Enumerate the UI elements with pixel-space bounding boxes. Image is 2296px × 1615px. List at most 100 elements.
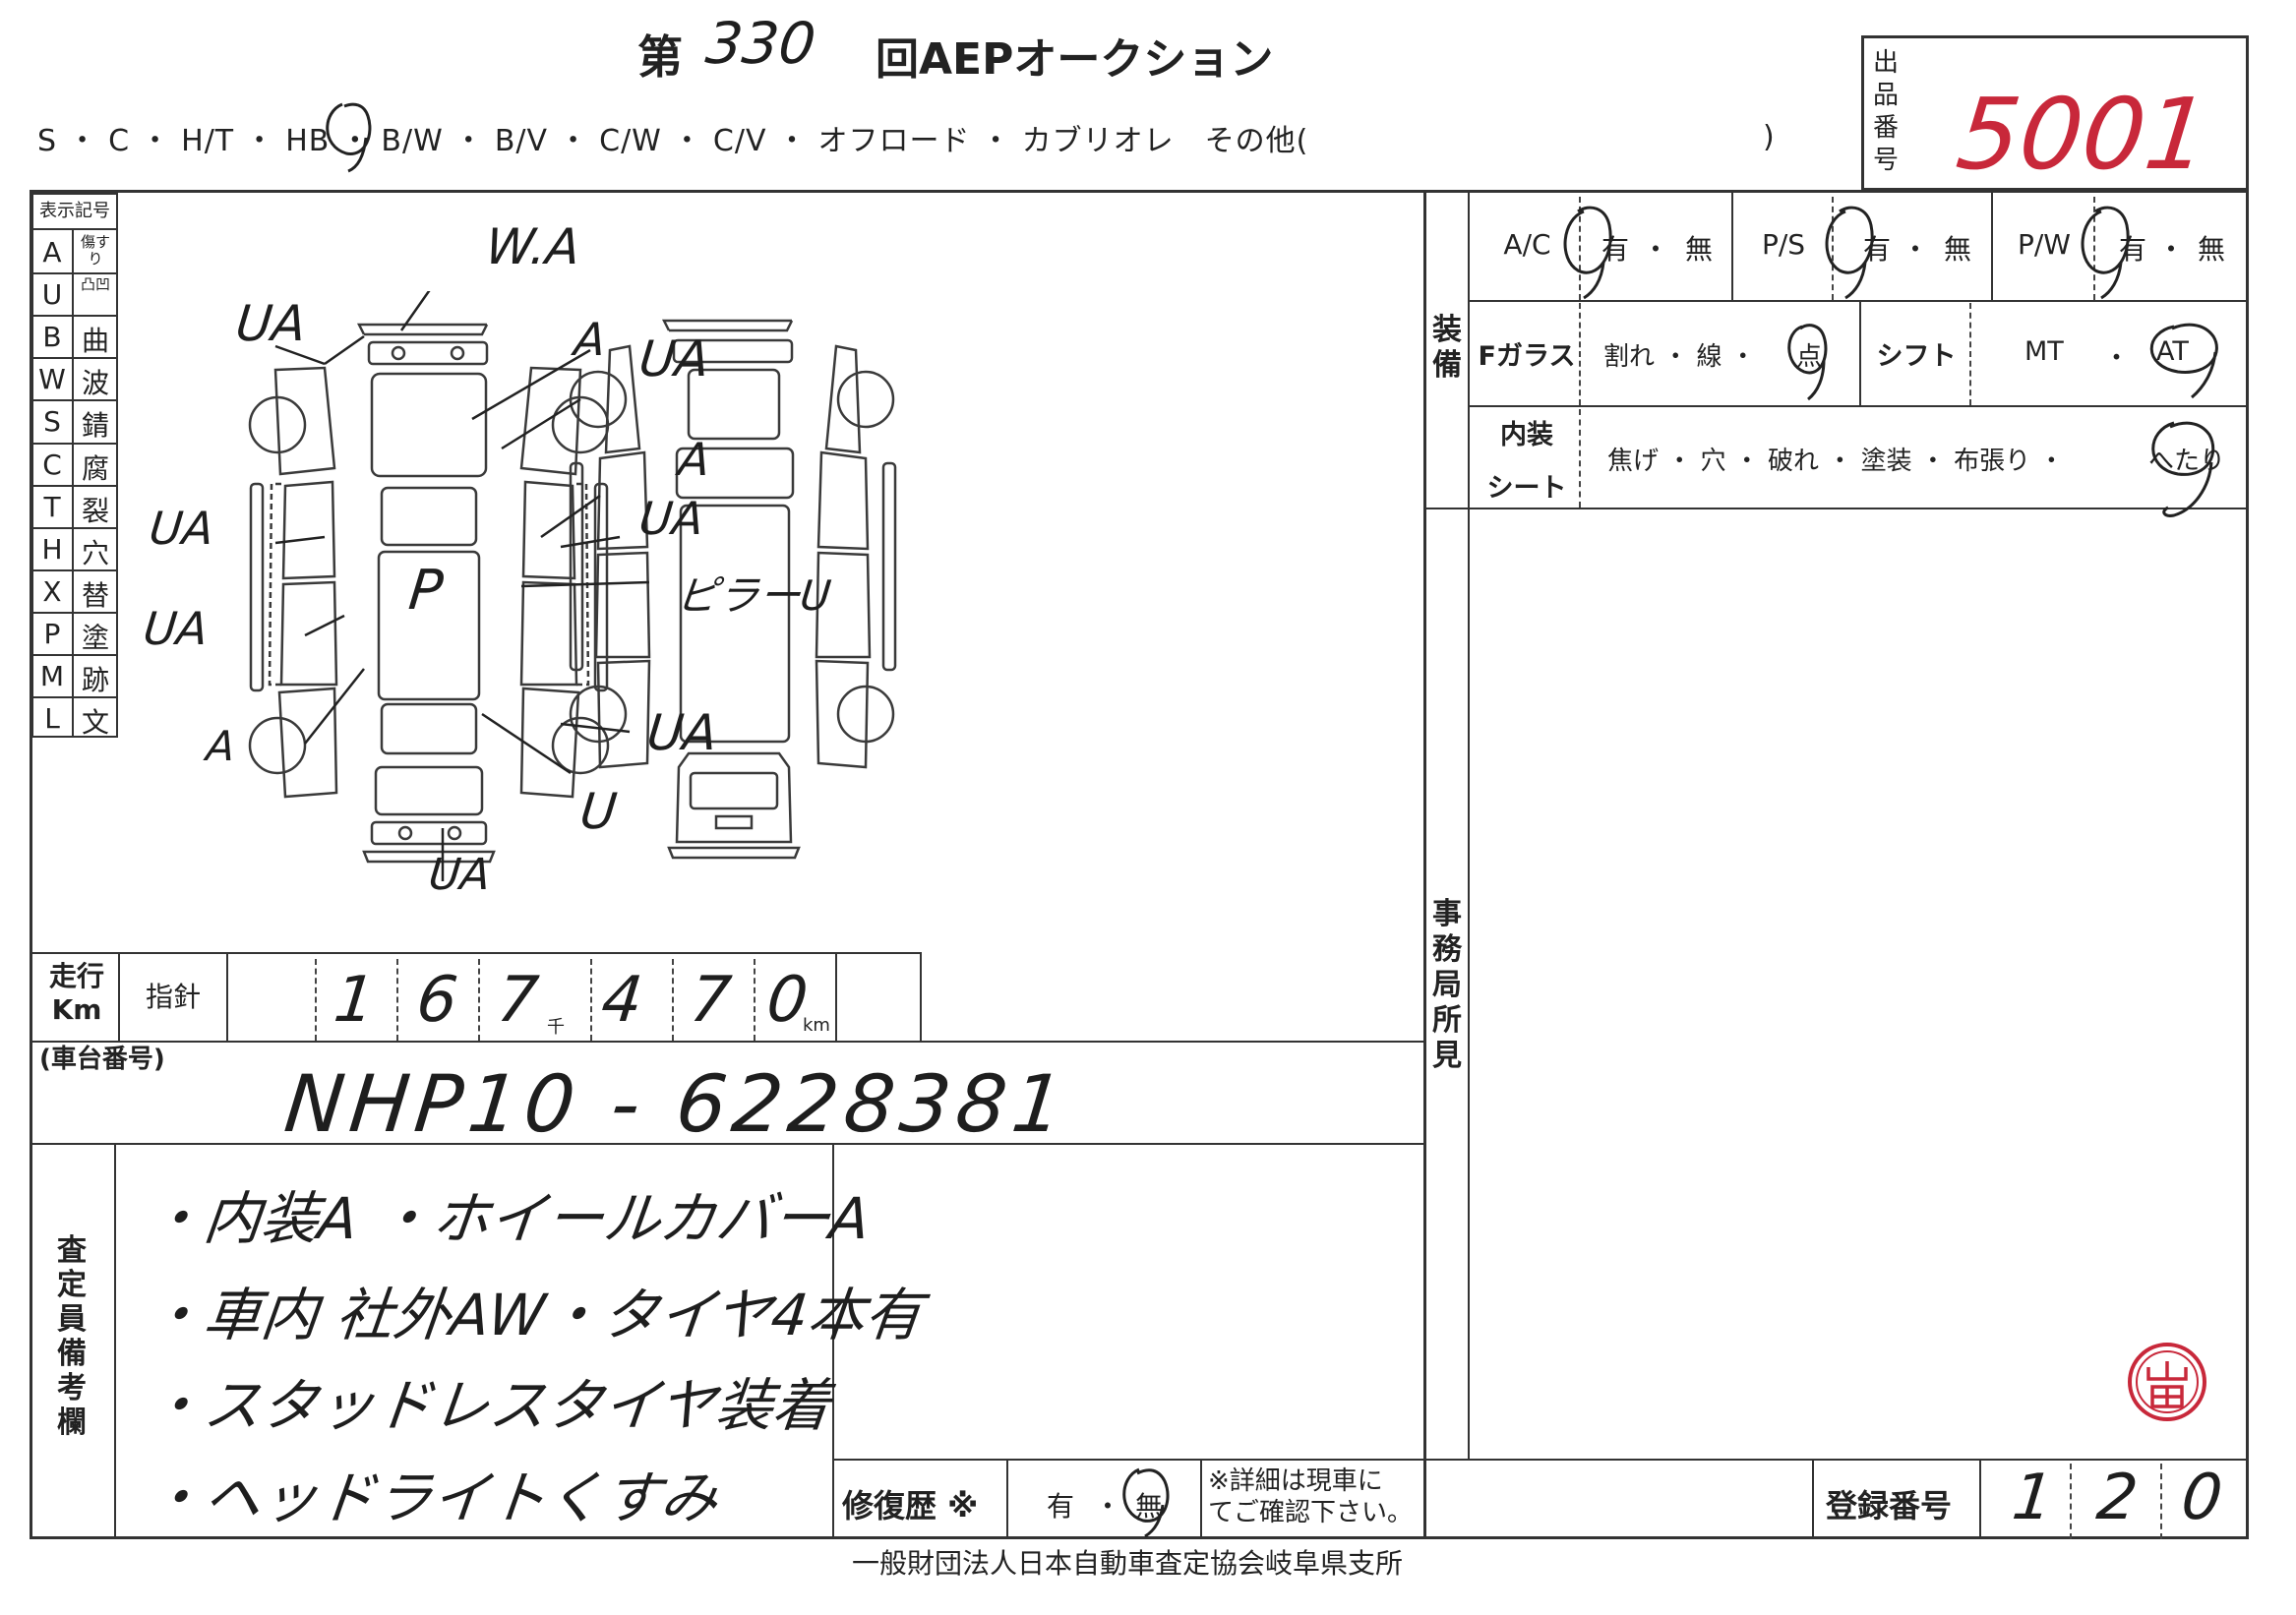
mileage-digit-2: 6 — [413, 964, 461, 1037]
legend-code: C — [42, 448, 62, 481]
damage-mark-roof-paint: P — [405, 559, 447, 623]
legend-description: 傷すり — [80, 233, 110, 268]
shift-mt[interactable]: MT — [2024, 336, 2064, 367]
legend-description: 曲 — [81, 325, 109, 358]
legend-code: W — [38, 363, 66, 396]
damage-mark-right-door: A — [676, 433, 713, 486]
damage-mark-hood: A — [572, 313, 609, 366]
legend-description: 錆 — [81, 409, 109, 443]
ac-dot: ・ — [1641, 233, 1669, 266]
ac-no[interactable]: 無 — [1684, 233, 1713, 266]
legend-description: 文 — [81, 706, 109, 740]
mileage-sub-label: 指針 — [145, 981, 201, 1013]
ps-no[interactable]: 無 — [1943, 233, 1971, 266]
auction-round-number: 330 — [702, 10, 819, 77]
equipment-label: 装備 — [1432, 313, 1462, 383]
legend-code: P — [43, 617, 61, 650]
legend-code: U — [41, 278, 63, 312]
exploded-view-right — [569, 319, 897, 860]
pw-dot: ・ — [2156, 233, 2185, 266]
legend-code: T — [43, 490, 61, 523]
ac-label: A/C — [1503, 228, 1551, 261]
inspector-note-2: ・車内 社外AW・タイヤ4本有 — [143, 1282, 926, 1348]
legend-description: 裂 — [81, 494, 109, 527]
legend-description: 波 — [81, 367, 109, 400]
mileage-thousand-unit: 千 — [547, 1017, 565, 1038]
chassis-number-label: (車台番号) — [39, 1045, 165, 1074]
damage-mark-front-right: UA — [635, 330, 712, 388]
legend-description: 穴 — [81, 536, 109, 569]
main-form-frame — [30, 190, 2249, 1539]
repair-note: ※詳細は現車にてご確認下さい。 — [1208, 1466, 1414, 1527]
shift-circle-mark — [2149, 323, 2218, 399]
legend-table — [31, 193, 118, 738]
hb-circle-mark — [326, 102, 372, 173]
fglass-label: Fガラス — [1478, 341, 1576, 372]
seat-label: シート — [1486, 473, 1567, 504]
legend-description: 腐 — [81, 451, 109, 485]
lot-number-box — [1861, 35, 2249, 191]
repair-history-label: 修復歴 ※ — [842, 1487, 979, 1525]
legend-description: 替 — [81, 578, 109, 612]
repair-circle-mark — [1122, 1467, 1170, 1538]
auction-title: 回AEPオークション — [876, 34, 1274, 85]
body-type-options: S ・ C ・ H/T ・ HB ・ B/W ・ B/V ・ C/W ・ C/V… — [37, 124, 1309, 158]
registration-digit-2: 2 — [2093, 1462, 2142, 1534]
legend-code: S — [43, 405, 61, 439]
legend-code: A — [42, 236, 62, 269]
legend-code: H — [41, 532, 63, 566]
car-damage-diagram — [248, 291, 897, 881]
damage-mark-right-rear: UA — [643, 704, 720, 761]
interior-options: 焦げ ・ 穴 ・ 破れ ・ 塗装 ・ 布張り ・ — [1607, 447, 2065, 476]
legend-code: M — [39, 660, 65, 692]
interior-circle-mark — [2151, 421, 2215, 517]
pw-no[interactable]: 無 — [2197, 233, 2225, 266]
fglass-selected[interactable]: 点 — [1796, 342, 1823, 372]
repair-yes[interactable]: 有 — [1047, 1490, 1075, 1523]
inspector-note-4: ・ヘッドライトくすみ — [143, 1465, 722, 1531]
lot-number-label: 出品番号 — [1872, 48, 1899, 175]
damage-mark-front-left: UA — [232, 295, 309, 352]
legend-description: 塗 — [81, 621, 109, 654]
damage-mark-rear-bumper: UA — [426, 850, 493, 900]
title-prefix: 第 — [637, 30, 683, 84]
legend-description: 跡 — [81, 664, 109, 696]
damage-mark-roof-wa: W.A — [482, 218, 583, 275]
registration-digit-1: 1 — [2009, 1462, 2057, 1534]
shift-label: シフト — [1876, 341, 1957, 372]
mileage-km-unit: km — [803, 1015, 830, 1036]
fglass-options: 割れ ・ 線 ・ — [1603, 342, 1756, 372]
mileage-digit-4: 4 — [598, 964, 646, 1037]
inspector-remarks-label: 査定員備考欄 — [57, 1233, 87, 1440]
legend-code: X — [42, 574, 62, 608]
mileage-digit-1: 1 — [331, 964, 379, 1037]
registration-digit-3: 0 — [2178, 1462, 2226, 1534]
damage-mark-trunk: U — [576, 783, 620, 840]
legend-description: 凸凹 — [80, 275, 110, 294]
ps-dot: ・ — [1901, 233, 1929, 266]
legend-code: L — [44, 702, 60, 736]
inspector-seal-stamp — [2128, 1343, 2206, 1421]
repair-dot: ・ — [1094, 1490, 1122, 1523]
shift-at[interactable]: AT — [2156, 336, 2189, 367]
fglass-circle-mark — [1787, 324, 1828, 401]
shift-dot: ・ — [2103, 343, 2130, 374]
body-type-close: ) — [1763, 120, 1775, 154]
issuer-footer: 一般財団法人日本自動車査定協会岐阜県支所 — [852, 1547, 1404, 1580]
interior-label: 内装 — [1500, 420, 1553, 450]
chassis-number: NHP10 - 6228381 — [280, 1058, 1073, 1150]
inspector-note-3: ・スタッドレスタイヤ装着 — [143, 1372, 834, 1439]
inspector-note-1: ・内装A ・ホイールカバーA — [143, 1185, 874, 1252]
mileage-digit-5: 7 — [687, 964, 735, 1037]
legend-code: B — [42, 321, 62, 354]
selection-circles-row1 — [1563, 206, 2130, 300]
damage-mark-right-front-door: UA — [636, 492, 706, 545]
pw-label: P/W — [2017, 228, 2071, 261]
legend-title: 表示記号 — [39, 201, 110, 221]
ps-label: P/S — [1761, 228, 1806, 261]
damage-mark-left-door: UA — [147, 502, 216, 555]
damage-mark-pillar: ピラーU — [674, 571, 834, 620]
registration-number-label: 登録番号 — [1826, 1487, 1953, 1525]
mileage-digit-3: 7 — [494, 964, 542, 1037]
